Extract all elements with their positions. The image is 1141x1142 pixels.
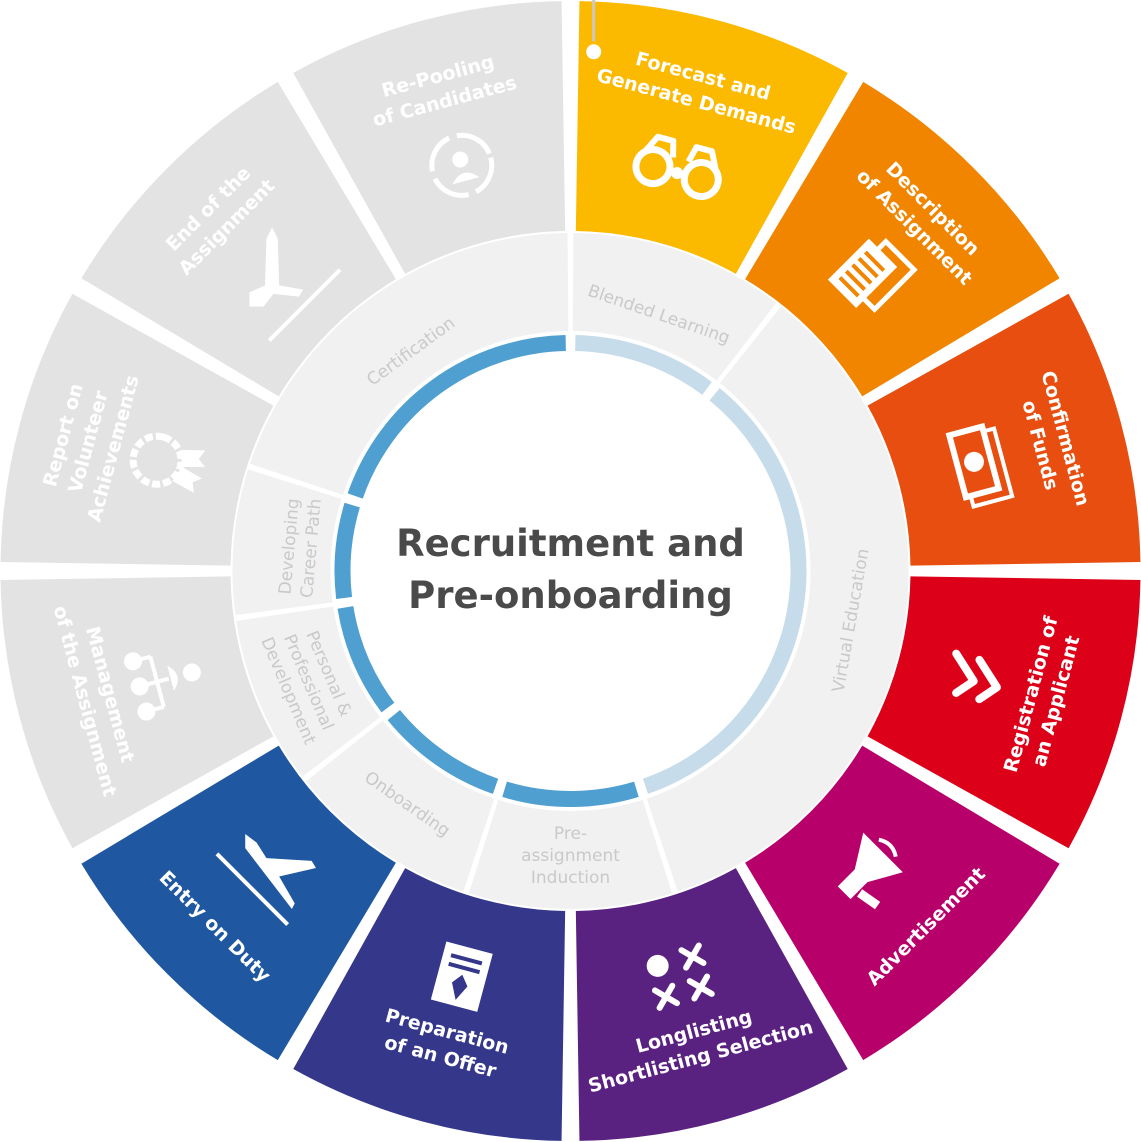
step-segment-fill-4[interactable] <box>867 576 1141 849</box>
phase-label-line: Pre- <box>554 824 587 844</box>
org-chart-icon <box>123 652 201 721</box>
megaphone-icon <box>837 832 903 910</box>
phase-label-line: Induction <box>531 868 610 888</box>
tic-tac-toe-icon <box>646 942 715 1011</box>
phase-label-line: assignment <box>521 846 620 866</box>
center-disc <box>354 355 787 787</box>
phase-segment-fill[interactable] <box>249 233 569 495</box>
progress-arc-1 <box>575 335 712 395</box>
step-segment-fill-7[interactable] <box>293 868 566 1141</box>
progress-arc-2 <box>642 388 807 794</box>
step-segment-fill-6[interactable] <box>575 868 848 1141</box>
progress-arc-3 <box>502 781 639 807</box>
progress-arc-6 <box>334 502 360 599</box>
progress-arc-7 <box>347 335 566 499</box>
binoculars-icon <box>632 133 722 201</box>
phase-segment-fill[interactable] <box>305 720 495 892</box>
progress-arc-4 <box>387 709 499 794</box>
phase-segment-2[interactable]: Virtual Education <box>646 306 909 892</box>
step-segment-fill-12[interactable] <box>293 1 566 274</box>
phase-segment-fill[interactable] <box>646 306 909 892</box>
money-icon <box>945 422 1015 509</box>
plane-takeoff-icon <box>249 227 342 342</box>
phase-segment-fill[interactable] <box>468 799 673 909</box>
phase-segment-fill[interactable] <box>236 606 381 777</box>
step-segment-fill-10[interactable] <box>0 293 274 566</box>
document-icon <box>827 237 918 313</box>
center-hub: Recruitment and Pre-onboarding <box>354 355 787 787</box>
step-segment-fill-9[interactable] <box>0 576 274 849</box>
user-cycle-icon <box>429 132 495 198</box>
contract-pen-icon <box>430 941 493 1012</box>
step-segment-fill-5[interactable] <box>745 745 1060 1061</box>
step-segment-fill-8[interactable] <box>81 745 396 1061</box>
phase-segment-fill[interactable] <box>232 469 342 616</box>
step-segment-fill-11[interactable] <box>81 81 396 397</box>
step-segment-fill-3[interactable] <box>867 293 1141 566</box>
step-segment-5[interactable]: Advertisement <box>745 745 1060 1061</box>
center-title-line1: Recruitment and <box>396 522 745 565</box>
progress-ring <box>334 335 807 807</box>
step-segment-fill-2[interactable] <box>745 81 1060 397</box>
phase-segment-fill[interactable] <box>572 233 777 381</box>
phase-segment-4[interactable]: Onboarding <box>305 720 495 892</box>
center-title-line2: Pre-onboarding <box>408 574 733 617</box>
step-segment-8[interactable]: Entry on Duty <box>81 745 396 1061</box>
plane-landing-icon <box>215 834 316 926</box>
double-check-icon <box>952 649 1001 704</box>
progress-arc-5 <box>337 606 395 713</box>
step-segment-fill-1[interactable] <box>575 1 848 274</box>
award-icon <box>129 432 206 493</box>
start-flag-icon <box>583 0 605 63</box>
